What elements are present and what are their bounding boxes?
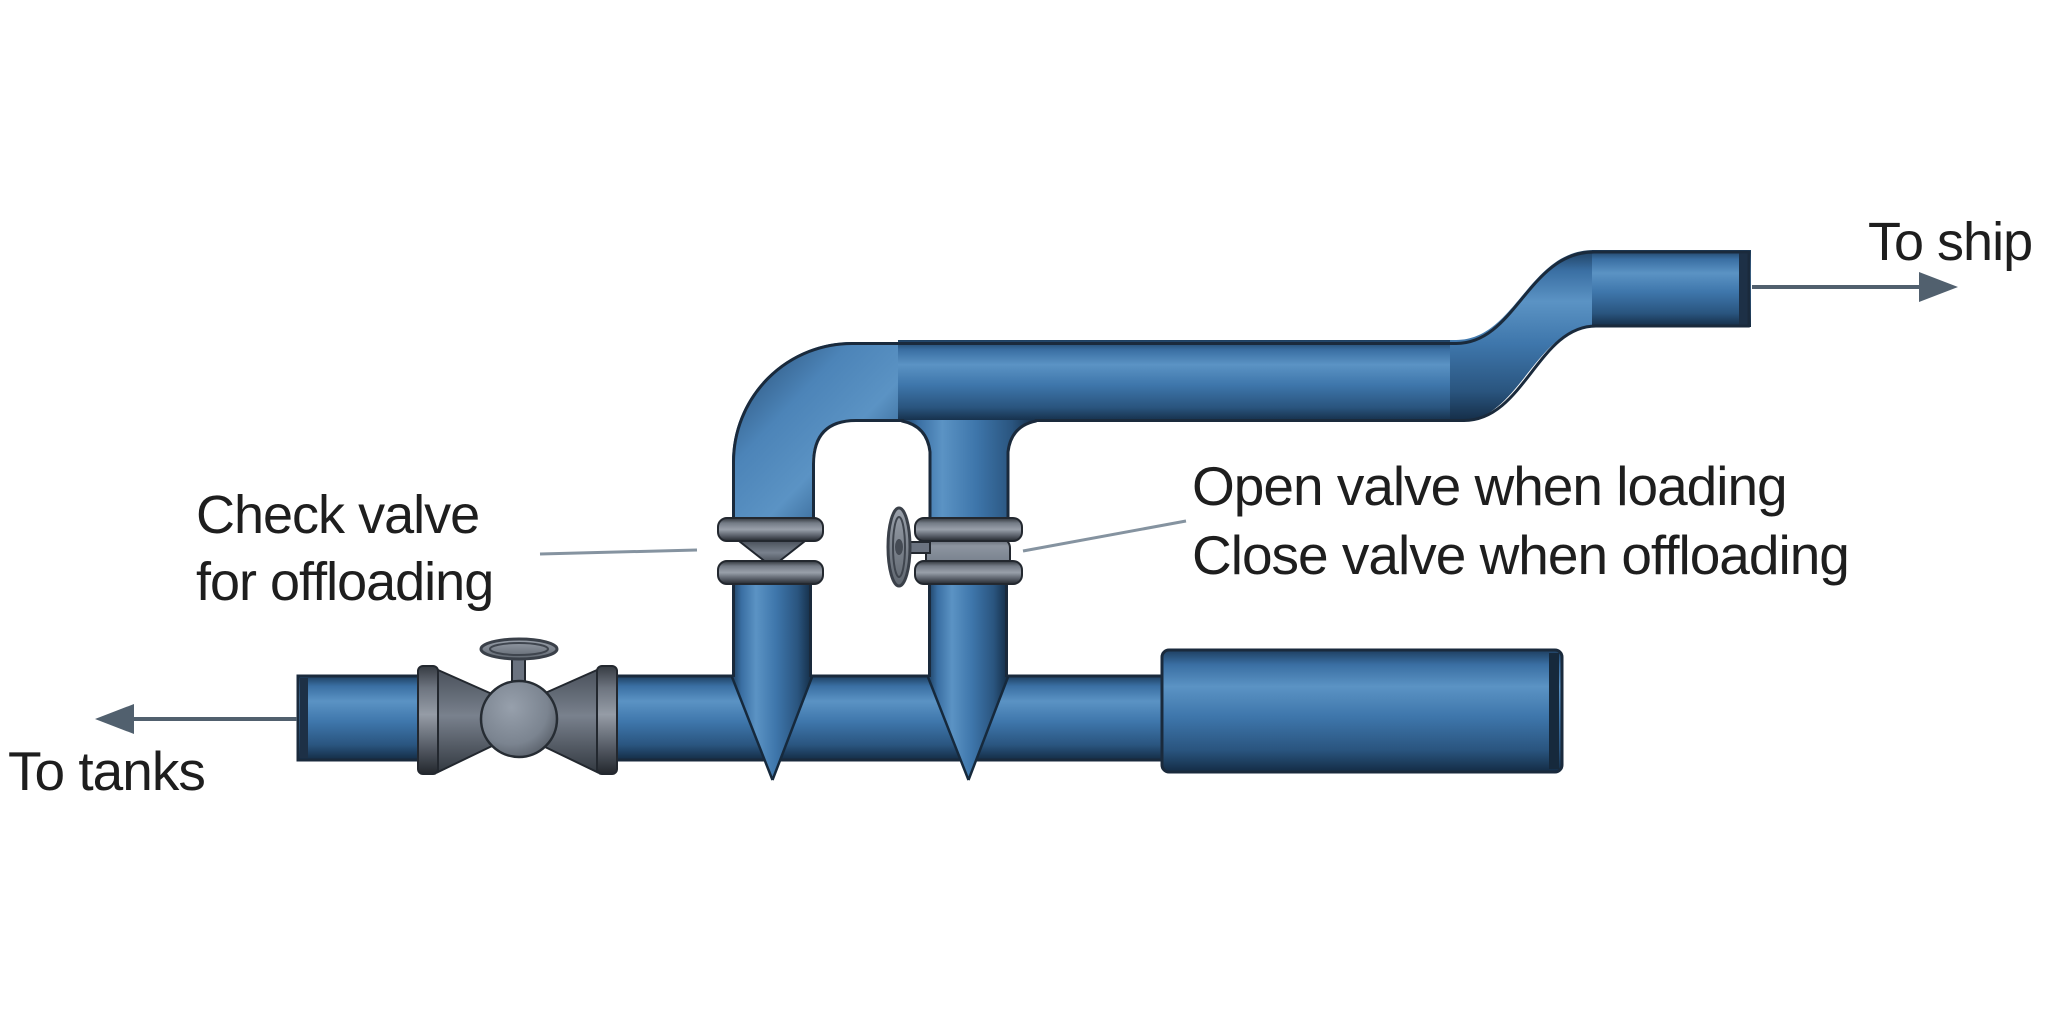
loading-riser-tee-flare bbox=[902, 420, 1036, 522]
offloading-riser-lower-edges bbox=[732, 584, 812, 677]
offloading-riser-miter-edges bbox=[730, 676, 814, 781]
loading-valve-label: Open valve when loading Close valve when… bbox=[1192, 452, 1850, 590]
loading-riser-flare-edges bbox=[900, 419, 1038, 524]
loading-riser-miter bbox=[928, 677, 1008, 780]
loading-riser-lower-edges bbox=[928, 584, 1008, 677]
s-bend-pipe bbox=[1450, 250, 1600, 422]
expanded-pipe-end-cap bbox=[1549, 653, 1559, 769]
side-handwheel-icon bbox=[886, 506, 931, 588]
top-run-outline bbox=[732, 250, 1751, 522]
loading-valve-label-line1: Open valve when loading bbox=[1192, 455, 1788, 517]
to-tanks-arrow bbox=[95, 704, 297, 734]
loading-riser bbox=[926, 580, 1010, 781]
ship-outlet-pipe bbox=[1592, 250, 1751, 327]
globe-valve-left-flange bbox=[417, 665, 439, 775]
offloading-riser bbox=[730, 580, 814, 781]
loading-valve-lower-flange bbox=[914, 560, 1023, 585]
handwheel-icon bbox=[479, 637, 559, 661]
check-valve-label-line1: Check valve bbox=[196, 485, 480, 545]
loading-riser-lower bbox=[928, 580, 1008, 680]
to-tanks-label: To tanks bbox=[8, 740, 206, 802]
offloading-riser-elbow bbox=[732, 342, 902, 520]
bottom-pipe-left-end-cap bbox=[300, 678, 308, 758]
to-ship-arrow bbox=[1752, 272, 1958, 302]
globe-valve-ball bbox=[479, 679, 559, 759]
check-valve-upper-flange bbox=[717, 517, 824, 542]
loading-valve-label-line2: Close valve when offloading bbox=[1192, 524, 1850, 586]
check-valve-leader-line bbox=[539, 548, 698, 556]
side-handwheel-hub bbox=[895, 539, 903, 555]
top-crossover-pipe bbox=[732, 250, 1751, 524]
loading-valve-leader-line bbox=[1022, 519, 1187, 553]
to-ship-arrow-head bbox=[1919, 272, 1958, 302]
check-valve-lower-flange bbox=[717, 560, 824, 585]
check-valve bbox=[717, 517, 824, 585]
to-tanks-arrow-head bbox=[95, 704, 134, 734]
check-valve-label: Check valve for offloading bbox=[196, 482, 494, 616]
expanded-pipe-body bbox=[1160, 648, 1564, 774]
handwheel-inner-rim bbox=[489, 642, 549, 656]
globe-valve bbox=[417, 637, 618, 775]
to-ship-label: To ship bbox=[1868, 212, 2033, 272]
loading-valve-upper-flange bbox=[914, 517, 1023, 542]
globe-valve-right-flange bbox=[596, 665, 618, 775]
crossover-pipe-body bbox=[898, 340, 1462, 422]
loading-riser-miter-edges bbox=[926, 676, 1010, 781]
bottom-pipe-left-segment bbox=[296, 674, 424, 762]
bottom-pipe-right-segment bbox=[609, 674, 1169, 762]
ship-pipe-end-cap bbox=[1739, 252, 1750, 326]
offloading-riser-lower bbox=[732, 580, 812, 680]
offloading-riser-miter bbox=[732, 677, 812, 780]
expanded-pipe-section bbox=[1160, 648, 1564, 774]
check-valve-label-line2: for offloading bbox=[196, 552, 494, 612]
loading-valve bbox=[886, 506, 1023, 588]
side-handwheel-inner-rim bbox=[892, 516, 906, 578]
